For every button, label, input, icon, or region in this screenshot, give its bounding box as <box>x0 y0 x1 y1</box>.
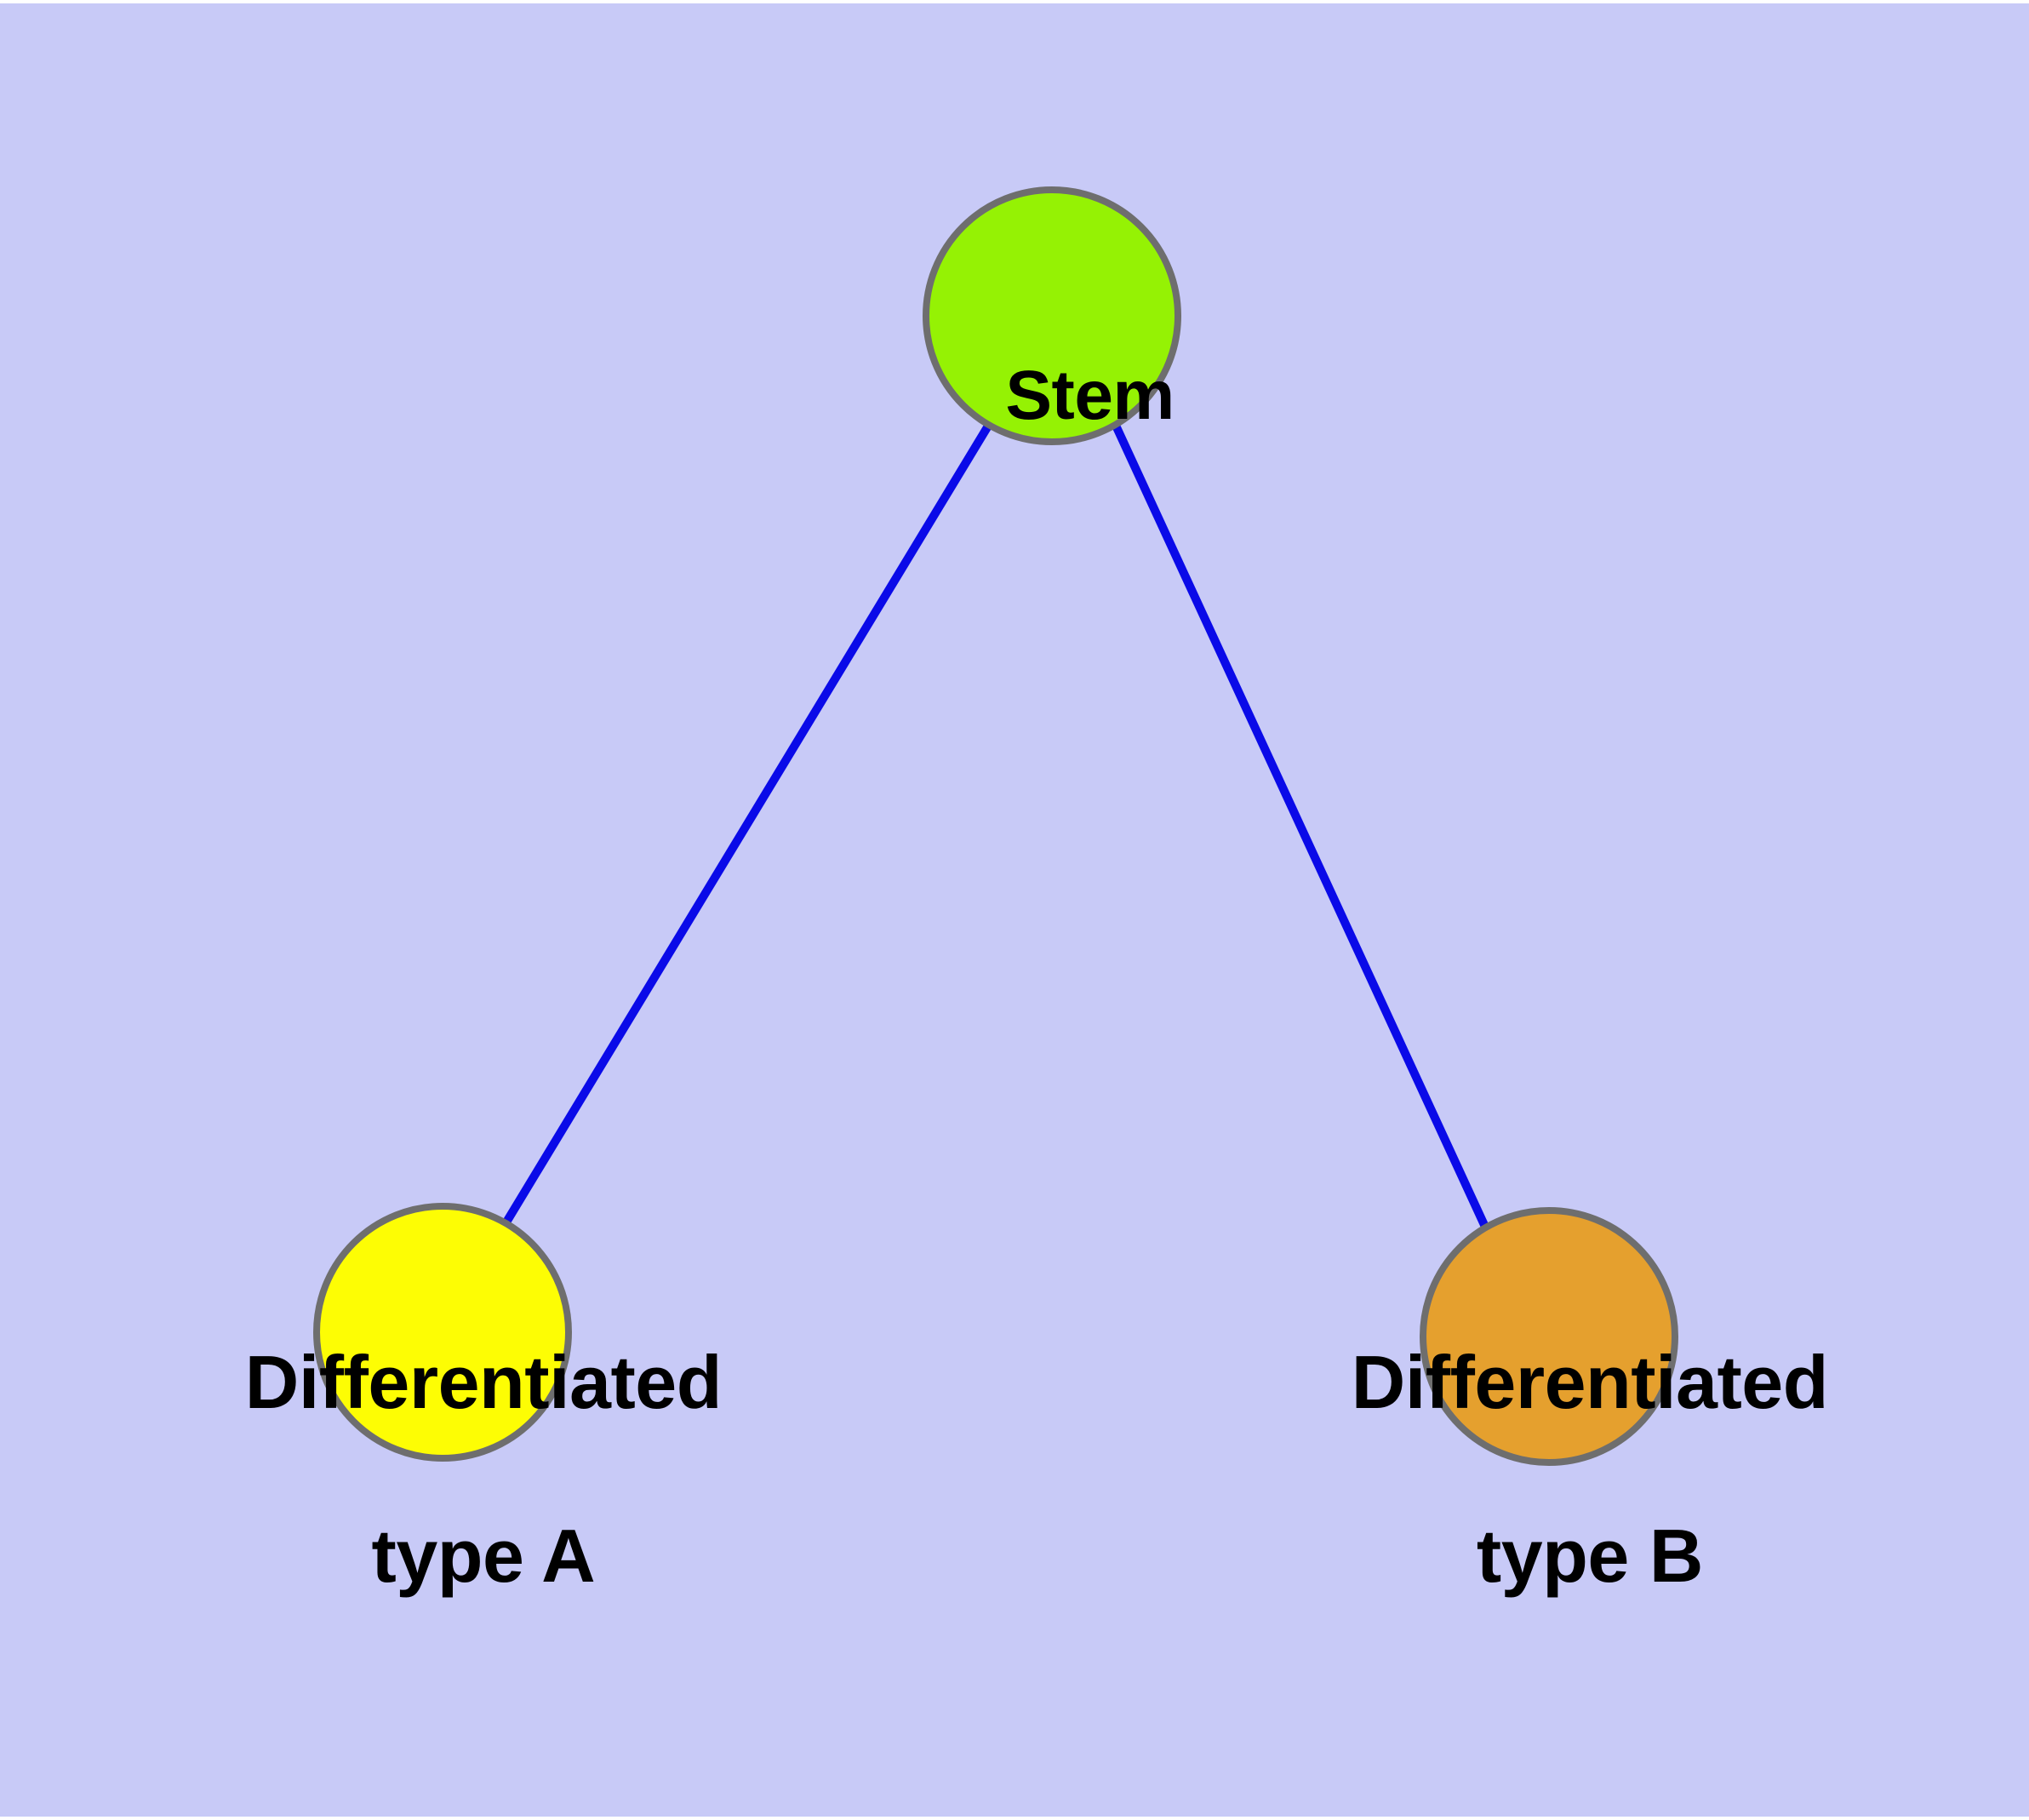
node-differentiated-type-a[interactable] <box>313 1203 572 1462</box>
edge-stem-to-type-b[interactable] <box>1112 425 1489 1228</box>
node-layer <box>313 186 1678 1466</box>
edge-stem-to-type-a[interactable] <box>503 425 992 1223</box>
node-differentiated-type-b[interactable] <box>1420 1207 1678 1466</box>
edge-layer <box>503 425 1489 1228</box>
node-stem[interactable] <box>923 186 1181 445</box>
